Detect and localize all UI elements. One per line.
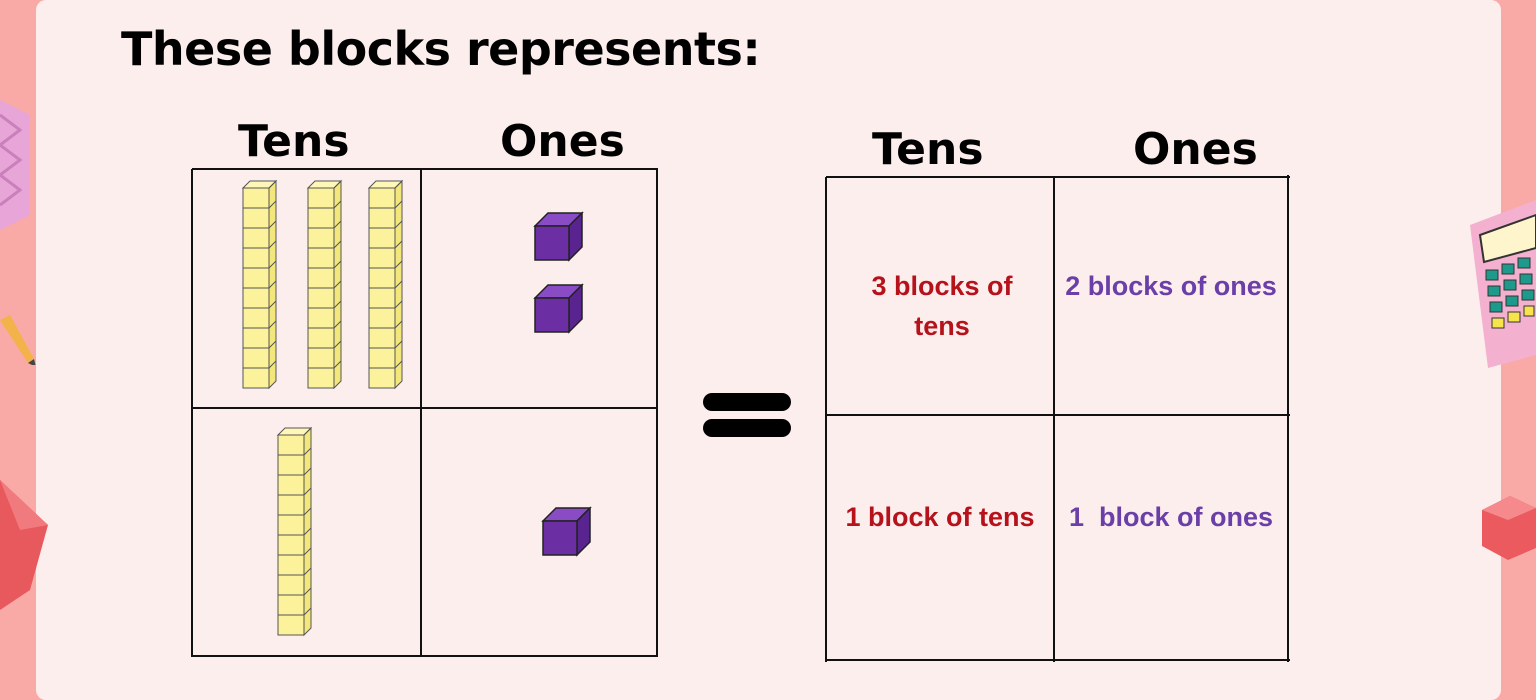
red-cube-icon [1482, 496, 1536, 560]
ones-cube [533, 211, 584, 262]
row1-ones-text: 2 blocks of ones [1065, 271, 1277, 301]
calculator-icon [1470, 200, 1536, 368]
row1-tens-text: 3 blocks of tens [871, 271, 1013, 341]
tens-rod [306, 179, 343, 390]
right-ones-header: Ones [1133, 124, 1258, 175]
decorative-stack-icon [0, 100, 30, 230]
page-title: These blocks represents: [121, 22, 761, 76]
ones-cube [533, 283, 584, 334]
row2-tens-text: 1 block of tens [845, 502, 1035, 532]
ones-cube [541, 506, 592, 557]
left-tens-header: Tens [238, 116, 350, 167]
equals-sign [703, 393, 791, 437]
tens-rod [241, 179, 278, 390]
pencil-icon [0, 315, 36, 365]
right-tens-header: Tens [872, 124, 984, 175]
tens-rods-row-1 [241, 179, 404, 390]
row2-ones-text: 1 block of ones [1068, 502, 1274, 532]
ones-cubes-row-2 [541, 506, 592, 557]
tens-rods-row-2 [276, 426, 313, 637]
left-ones-header: Ones [500, 116, 625, 167]
left-blocks-table [191, 168, 658, 657]
tens-rod [367, 179, 404, 390]
tens-rod [276, 426, 313, 637]
right-words-table [825, 175, 1290, 662]
red-cube-icon [0, 480, 48, 610]
ones-cubes-row-1 [533, 211, 584, 334]
